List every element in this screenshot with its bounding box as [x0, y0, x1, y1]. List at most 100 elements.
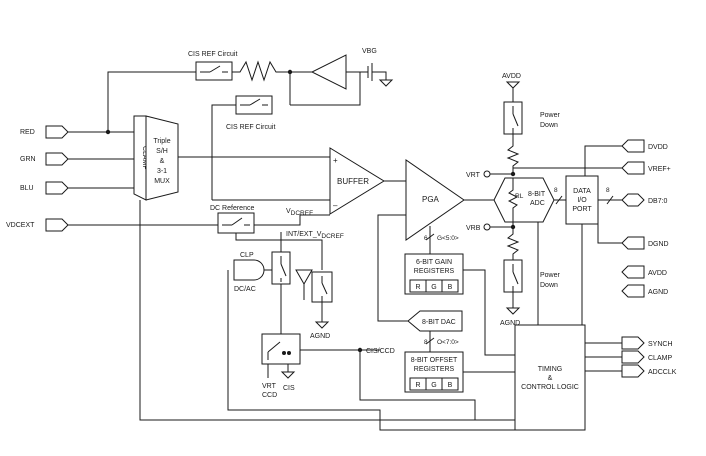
- vref-wire: [512, 167, 622, 174]
- ground-icon-cis: [280, 371, 296, 379]
- dc-reference: DC Reference VDCREF INT/EXT_VDCREF: [210, 205, 344, 270]
- power-down-bottom-2: Down: [540, 282, 558, 289]
- cis-ref-switch-top: [195, 61, 233, 81]
- offset-dac: 8-BIT DAC: [407, 310, 463, 332]
- cis-ref-label-bottom: CIS REF Circuit: [226, 124, 275, 131]
- vrt-label: VRT: [466, 172, 481, 179]
- adc-block: [493, 177, 555, 223]
- pin-dvdd: DVDD: [621, 139, 668, 153]
- power-down-top-1: Power: [540, 112, 561, 119]
- gain-registers: 6-BIT GAIN REGISTERS R G B: [404, 253, 464, 295]
- power-down-bottom-1: Power: [540, 272, 561, 279]
- timing-line-3: CONTROL LOGIC: [521, 384, 579, 391]
- svg-text:R: R: [415, 284, 420, 291]
- resistor-vrt: [506, 134, 520, 174]
- timing-line-1: TIMING: [538, 366, 563, 373]
- resistor-rl: [507, 178, 519, 222]
- svg-text:B: B: [448, 284, 453, 291]
- dc-reference-label: DC Reference: [210, 205, 254, 212]
- cis-ccd-to-timing-wire: [359, 350, 515, 421]
- mux-line-1: Triple: [153, 138, 170, 145]
- mux-clamp-label: CLAMP: [141, 146, 148, 170]
- pin-grn-connector: [45, 152, 69, 166]
- agnd-mid-label: AGND: [310, 333, 330, 340]
- pin-synch: SYNCH: [621, 336, 673, 350]
- svg-text:G: G: [431, 284, 436, 291]
- adc-label-2: ADC: [530, 200, 545, 207]
- clp-label: CLP: [240, 252, 254, 259]
- pin-synch-label: SYNCH: [648, 341, 673, 348]
- resistor-top: [232, 60, 312, 82]
- pin-db: DB7:0: [621, 193, 668, 207]
- gain-bus-width: 6: [424, 235, 428, 242]
- pin-agnd-connector: [621, 284, 645, 298]
- svg-text:G: G: [431, 382, 436, 389]
- pin-vdcext-label: VDCEXT: [6, 222, 35, 229]
- adc-bus-width: 8: [554, 187, 558, 194]
- pin-dgnd-connector: [621, 236, 645, 250]
- ground-icon-bottom: [505, 307, 521, 315]
- pin-dgnd: DGND: [621, 236, 669, 250]
- mux-line-5: MUX: [154, 178, 170, 185]
- adc-label-1: 8-BIT: [528, 191, 546, 198]
- offset-bus-width: 8: [424, 339, 428, 346]
- pga: PGA: [405, 159, 465, 241]
- mux-line-4: 3-1: [157, 168, 167, 175]
- offset-bus-label: O<7:0>: [437, 339, 459, 346]
- gain-cell-b: [441, 279, 459, 293]
- pin-blu: BLU: [20, 181, 69, 195]
- pga-label: PGA: [422, 195, 440, 204]
- svg-text:B: B: [448, 382, 453, 389]
- ground-icon-mid: [314, 321, 330, 329]
- vbg-buffer: [310, 54, 347, 90]
- pin-red: RED: [20, 125, 69, 139]
- pin-agnd: AGND: [621, 284, 668, 298]
- vbg-label: VBG: [362, 48, 377, 55]
- adc-section: AVDD Power Down VRT 8-BIT ADC RL VRB Pow…: [466, 73, 561, 327]
- dgnd-wire: [597, 224, 622, 244]
- pin-vdcext-connector: [45, 218, 69, 232]
- dc-reference-switch: [217, 212, 255, 234]
- mux-line-2: S/H: [156, 148, 168, 155]
- pin-grn: GRN: [20, 152, 69, 166]
- input-wires: [68, 129, 218, 226]
- avdd-top-label: AVDD: [502, 73, 521, 80]
- timing-control-logic: TIMING & CONTROL LOGIC: [514, 324, 586, 431]
- dac-to-pga-wire: [377, 214, 408, 322]
- dvdd-wire: [584, 145, 622, 176]
- pin-red-connector: [45, 125, 69, 139]
- avdd-top-arrow: [505, 81, 521, 89]
- gain-registers-line-2: REGISTERS: [414, 268, 455, 275]
- pin-vdcext: VDCEXT: [6, 218, 69, 232]
- pin-clamp-connector: [621, 350, 645, 364]
- triple-sh-mux: CLAMP Triple S/H & 3-1 MUX: [133, 115, 179, 201]
- cis-label: CIS: [283, 385, 295, 392]
- pin-adcclk-connector: [621, 364, 645, 378]
- buffer-triangle-icon: [295, 269, 313, 286]
- data-io-port: DATA I/O PORT: [565, 175, 599, 225]
- pin-vref-connector: [621, 161, 645, 175]
- timing-line-2: &: [548, 375, 553, 382]
- buffer-minus: –: [333, 201, 338, 210]
- gain-bus-label: G<5:0>: [437, 235, 459, 242]
- pin-blu-label: BLU: [20, 185, 34, 192]
- pin-avdd-label: AVDD: [648, 270, 667, 277]
- power-down-top-2: Down: [540, 122, 558, 129]
- pin-vref-label: VREF+: [648, 166, 671, 173]
- cis-ref-label-top: CIS REF Circuit: [188, 51, 237, 58]
- agnd-bottom-label: AGND: [500, 320, 520, 327]
- ground-icon: [378, 79, 394, 87]
- pin-db-label: DB7:0: [648, 198, 668, 205]
- pin-clamp-label: CLAMP: [648, 355, 672, 362]
- pin-synch-connector: [621, 336, 645, 350]
- vdcref-label: VDCREF: [286, 208, 313, 217]
- buffer-plus: +: [333, 156, 338, 165]
- buffer-label: BUFFER: [337, 177, 369, 186]
- data-port-line-1: DATA: [573, 188, 591, 195]
- data-port-line-2: I/O: [577, 197, 587, 204]
- pin-red-label: RED: [20, 129, 35, 136]
- cis-ref-loop: CIS REF Circuit VBG CIS REF Circuit: [107, 48, 394, 200]
- resistor-vrb: [506, 222, 520, 260]
- rl-label: RL: [515, 193, 524, 200]
